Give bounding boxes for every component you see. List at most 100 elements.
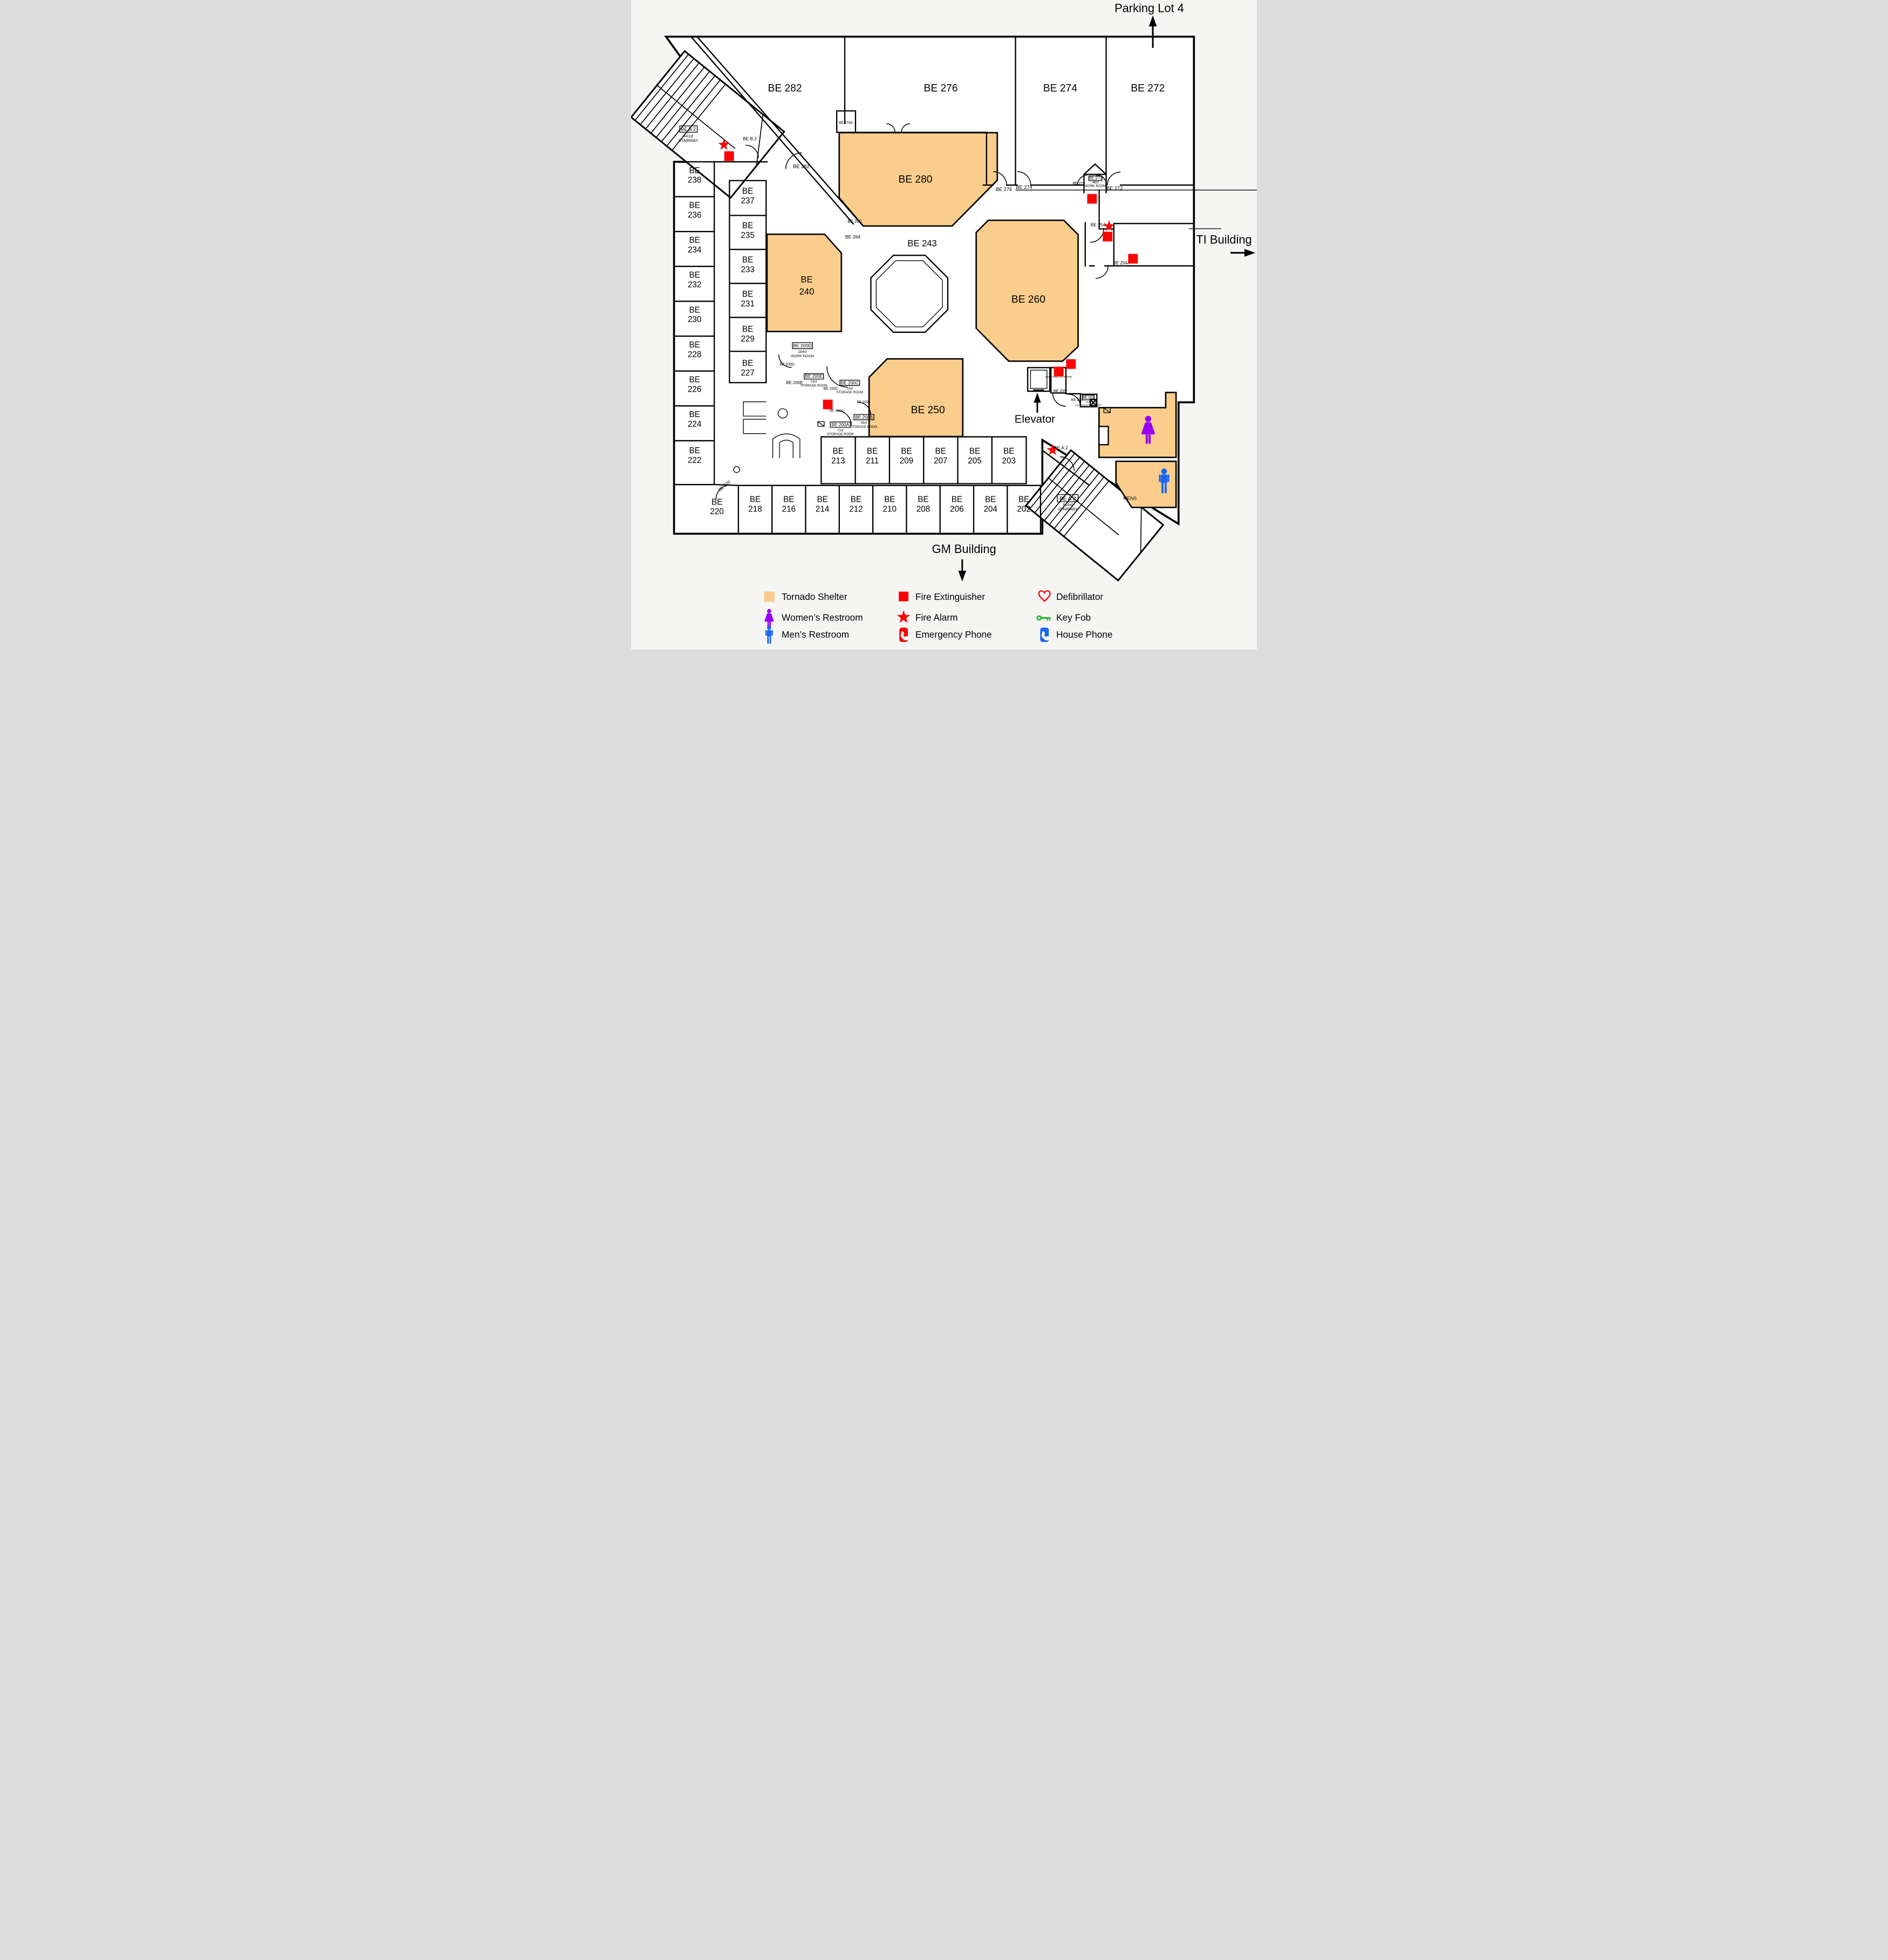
fire-extinguisher-icon xyxy=(1103,231,1113,242)
door-label-441sf: 441sf xyxy=(683,134,694,139)
door-label-mens: MENS xyxy=(1123,496,1137,501)
fire-extinguisher-icon xyxy=(1054,366,1064,377)
door-label-be-276: BE 276 xyxy=(996,187,1012,192)
legend-item-house-phone: House Phone xyxy=(1040,627,1112,642)
door-label-be-200e: BE 200E xyxy=(805,374,823,379)
door-label-be-276a: BE 276A xyxy=(839,121,853,125)
room-label-be-282: BE 282 xyxy=(768,83,802,94)
room-label-229: 229 xyxy=(741,334,754,344)
legend-item-women-s-restroom: Women’s Restroom xyxy=(764,608,863,629)
room-label-be: BE xyxy=(867,447,878,456)
room-label-230: 230 xyxy=(688,315,701,324)
door-label-be-200d: BE 200D xyxy=(793,343,811,349)
door-label-be-254: BE 254 xyxy=(1091,222,1106,228)
legend-label-fire-extinguisher: Fire Extinguisher xyxy=(915,591,985,602)
parking-lot-4-label: Parking Lot 4 xyxy=(1114,2,1184,15)
fire-extinguisher-icon xyxy=(1066,359,1076,369)
legend-label-fire-alarm: Fire Alarm xyxy=(915,612,957,623)
legend-label-men-s-restroom: Men’s Restroom xyxy=(782,629,849,640)
door-label-53sf: 53sf xyxy=(811,380,817,384)
room-label-be: BE xyxy=(750,495,761,504)
room-label-222: 222 xyxy=(688,456,701,465)
fire-extinguisher-icon xyxy=(823,399,833,409)
door-label-storage-room: STORAGE ROOM xyxy=(801,385,827,388)
door-label-storage-room: STORAGE ROOM xyxy=(851,426,877,429)
legend-item-fire-alarm: Fire Alarm xyxy=(897,610,957,623)
room-label-207: 207 xyxy=(934,456,947,466)
room-be-260-shelter xyxy=(975,219,1079,362)
room-label-be: BE xyxy=(901,447,912,456)
room-label-208: 208 xyxy=(916,505,930,514)
door-label-184sf: 184sf xyxy=(798,350,806,354)
room-label-234: 234 xyxy=(688,245,702,255)
room-label-212: 212 xyxy=(849,505,863,514)
room-label-be: BE xyxy=(689,201,700,210)
door-label-be-272: BE 272 xyxy=(1106,186,1123,191)
room-label-213: 213 xyxy=(831,456,845,466)
room-label-be: BE xyxy=(969,447,980,456)
room-label-be-276: BE 276 xyxy=(924,83,958,94)
door-label-be-280: BE 280 xyxy=(847,219,862,224)
door-label-be-254a: BE 254A xyxy=(1113,261,1131,265)
womens-restroom-notch xyxy=(1098,426,1109,446)
fire-extinguisher-icon xyxy=(1128,254,1138,264)
door-label-be-253: BE 253 xyxy=(1071,398,1083,402)
room-label-240: 240 xyxy=(799,286,815,297)
room-label-235: 235 xyxy=(741,231,754,240)
stairway-be-a2 xyxy=(1024,449,1165,582)
room-be-280-shelter xyxy=(838,132,998,227)
door-label-be-255: BE 255 xyxy=(1054,388,1066,393)
room-label-be-260: BE 260 xyxy=(1011,294,1045,305)
room-label-be: BE xyxy=(742,221,753,230)
door-label-be-200c: BE 200C xyxy=(824,387,839,391)
ti-building-label: TI Building xyxy=(1196,233,1251,246)
fire-extinguisher-legend-icon xyxy=(899,591,909,602)
legend-item-men-s-restroom: Men’s Restroom xyxy=(765,626,849,644)
elevator-shaft xyxy=(1027,367,1051,392)
door-label-be-200b: BE 200B xyxy=(855,415,873,420)
room-label-be: BE xyxy=(689,340,700,350)
room-label-be: BE xyxy=(689,271,700,280)
room-label-be-250: BE 250 xyxy=(911,405,945,416)
gm-building-label: GM Building xyxy=(932,542,996,556)
legend-label-emergency-phone: Emergency Phone xyxy=(915,629,992,640)
room-be-250-shelter xyxy=(868,358,964,438)
exterior-connectors xyxy=(958,15,1257,582)
room-label-be: BE xyxy=(1018,495,1029,504)
legend-label-key-fob: Key Fob xyxy=(1056,612,1091,623)
room-label-232: 232 xyxy=(688,281,701,290)
room-label-233: 233 xyxy=(741,265,754,274)
door-label-be-b-2: BE B.2 xyxy=(681,127,696,132)
fire-extinguisher-icon xyxy=(724,151,734,161)
room-label-be: BE xyxy=(783,495,794,504)
room-label-214: 214 xyxy=(816,505,830,514)
legend-item-defibrillator: Defibrillator xyxy=(1038,590,1103,602)
room-label-202: 202 xyxy=(1017,505,1030,514)
legend-item-fire-extinguisher: Fire Extinguisher xyxy=(899,591,985,602)
room-label-be: BE xyxy=(689,410,700,419)
room-label-204: 204 xyxy=(983,505,997,514)
stairway-be-b2 xyxy=(631,50,785,199)
room-label-236: 236 xyxy=(688,210,701,220)
legend-label-house-phone: House Phone xyxy=(1056,629,1112,640)
room-label-be: BE xyxy=(689,236,700,245)
tornado-shelter-areas xyxy=(766,132,1177,508)
door-label-work-room: WORK ROOM xyxy=(1085,185,1106,188)
door-label-be-a-2: BE A.2 xyxy=(1059,496,1076,502)
door-label-stairway: STAIRWAY xyxy=(1058,507,1078,511)
door-label-storage-room: STORAGE ROOM xyxy=(827,433,853,436)
room-label-be: BE xyxy=(918,495,928,504)
door-label-71sf: 71sf xyxy=(837,429,844,432)
door-label-63sf: 63sf xyxy=(861,421,867,425)
door-label-53sf: 53sf xyxy=(847,387,853,391)
elevator-label: Elevator xyxy=(1015,413,1055,425)
door-label-be-273: BE 273 xyxy=(1089,176,1103,181)
door-label-be-b-2: BE B.2 xyxy=(743,136,757,141)
room-label-be: BE xyxy=(801,275,812,285)
mens-restroom-legend-icon xyxy=(765,626,773,644)
fire-alarm-legend-icon xyxy=(897,610,911,623)
door-label-be-282: BE 282 xyxy=(793,164,809,169)
door-label-be-200b: BE 200B xyxy=(857,400,870,404)
room-label-238: 238 xyxy=(688,176,701,185)
door-label-be-253: BE 253 xyxy=(1082,396,1095,400)
